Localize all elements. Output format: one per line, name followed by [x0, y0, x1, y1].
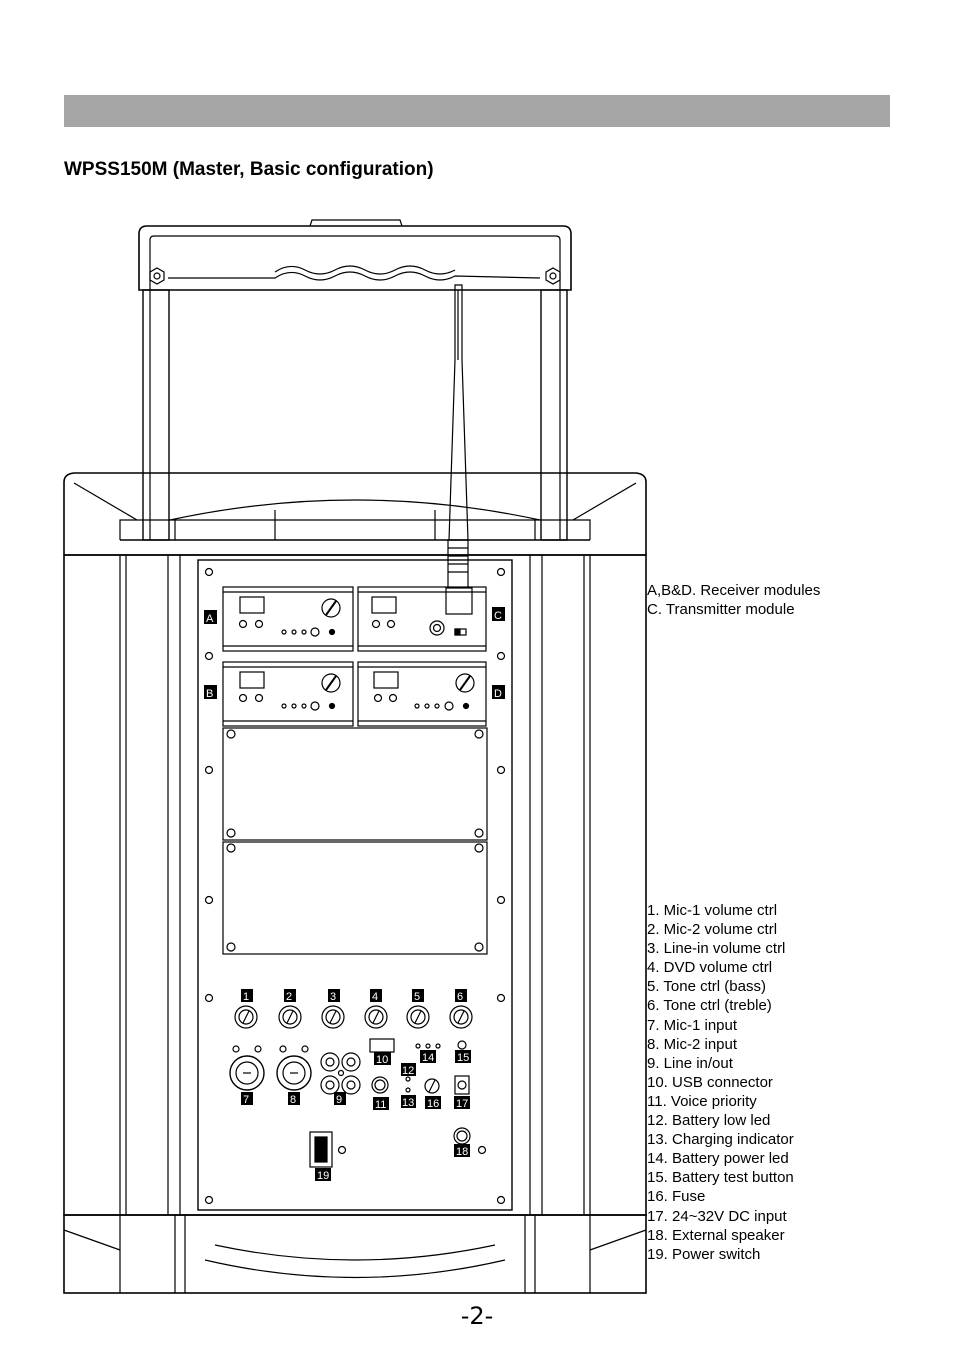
- callout-2: 2: [286, 991, 292, 1003]
- callout-13: 13: [402, 1097, 414, 1109]
- page-title: WPSS150M (Master, Basic configuration): [64, 159, 434, 180]
- control-legend: 1. Mic-1 volume ctrl 2. Mic-2 volume ctr…: [647, 901, 794, 1264]
- legend-item: 5. Tone ctrl (bass): [647, 978, 766, 996]
- callout-19: 19: [317, 1170, 329, 1182]
- legend-item: A,B&D. Receiver modules: [647, 582, 821, 599]
- callout-15: 15: [457, 1052, 469, 1064]
- legend-item: 15. Battery test button: [647, 1169, 794, 1187]
- module-label-c: C: [494, 610, 502, 622]
- callout-10: 10: [376, 1054, 388, 1066]
- legend-item: 6. Tone ctrl (treble): [647, 997, 772, 1015]
- page-number: -2-: [460, 1302, 494, 1330]
- module-label-d: D: [494, 688, 502, 700]
- callout-9: 9: [336, 1094, 342, 1106]
- legend-item: 17. 24~32V DC input: [647, 1207, 787, 1225]
- blank-plates: [222, 727, 488, 955]
- callout-17: 17: [456, 1098, 468, 1110]
- callout-3: 3: [330, 991, 336, 1003]
- module-label-b: B: [206, 688, 213, 700]
- legend-item: 12. Battery low led: [647, 1112, 771, 1130]
- callout-16: 16: [427, 1098, 439, 1110]
- legend-item: 9. Line in/out: [647, 1054, 733, 1072]
- antenna: [445, 284, 473, 615]
- callout-12: 12: [402, 1065, 414, 1077]
- callout-18: 18: [456, 1146, 468, 1158]
- misc-controls: [369, 1038, 470, 1095]
- legend-item: 11. Voice priority: [647, 1092, 757, 1110]
- legend-item: 16. Fuse: [647, 1188, 706, 1206]
- cabinet-base: [63, 1214, 647, 1294]
- header-bar: [64, 95, 890, 127]
- legend-item: 3. Line-in volume ctrl: [647, 940, 786, 958]
- module-label-boxes: [204, 607, 505, 699]
- transmitter-module-c: [357, 586, 487, 652]
- callout-4: 4: [372, 991, 378, 1003]
- module-legend: A,B&D. Receiver modules C. Transmitter m…: [647, 581, 820, 619]
- legend-item: 4. DVD volume ctrl: [647, 959, 773, 977]
- receiver-module-b: [222, 661, 354, 727]
- callout-14: 14: [422, 1052, 434, 1064]
- legend-item: 2. Mic-2 volume ctrl: [647, 921, 778, 939]
- legend-item: 10. USB connector: [647, 1073, 773, 1091]
- callout-8: 8: [290, 1094, 296, 1106]
- trolley-handle: [138, 219, 572, 541]
- callout-5: 5: [414, 991, 420, 1003]
- legend-item: 19. Power switch: [647, 1245, 761, 1263]
- knobs: [234, 1005, 473, 1029]
- callout-11: 11: [375, 1099, 386, 1111]
- legend-item: 13. Charging indicator: [647, 1131, 794, 1149]
- callout-boxes: [241, 989, 471, 1181]
- module-label-a: A: [206, 613, 214, 625]
- power-switch: [309, 1131, 347, 1168]
- legend-item: 8. Mic-2 input: [647, 1035, 738, 1053]
- receiver-module-d: [357, 661, 487, 727]
- callout-7: 7: [243, 1094, 249, 1106]
- cabinet-body: [63, 554, 647, 1216]
- legend-item: 14. Battery power led: [647, 1150, 789, 1168]
- legend-item: 18. External speaker: [647, 1226, 785, 1244]
- mic-inputs: [229, 1045, 312, 1091]
- front-panel: [197, 559, 513, 1211]
- legend-item: C. Transmitter module: [647, 601, 795, 619]
- callout-1: 1: [243, 991, 249, 1003]
- legend-item: 1. Mic-1 volume ctrl: [647, 902, 778, 919]
- line-in-out: [320, 1052, 361, 1095]
- receiver-module-a: [222, 586, 354, 652]
- cabinet-top: [63, 472, 647, 556]
- legend-item: 7. Mic-1 input: [647, 1016, 738, 1034]
- callout-6: 6: [457, 991, 463, 1003]
